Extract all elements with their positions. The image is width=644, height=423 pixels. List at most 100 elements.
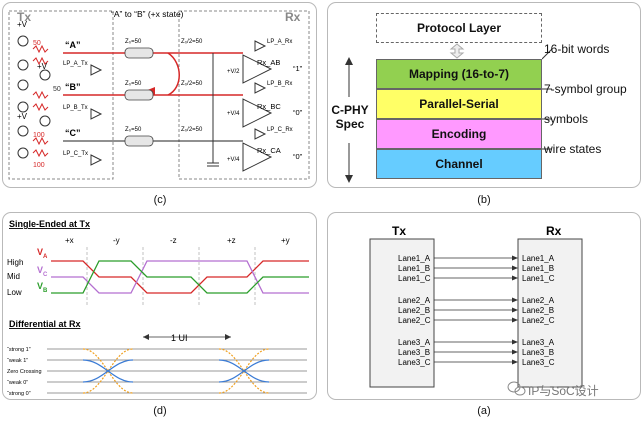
wire-c-label: “C”	[65, 128, 81, 138]
diff-level-weak0: “weak 0”	[7, 380, 28, 386]
ui-label: 1 UI	[171, 333, 188, 343]
protocol-arrow	[449, 43, 465, 59]
vplus-label-3: +V	[17, 112, 28, 121]
note-symbols: symbols	[544, 112, 589, 126]
tx-lane2-b: Lane2_B	[398, 306, 430, 315]
lp-c-tx: LP_C_Tx	[63, 151, 88, 157]
lp-a-tx: LP_A_Tx	[63, 61, 88, 67]
level-low: Low	[7, 288, 22, 297]
tx-label: Tx	[17, 10, 31, 24]
caption-d: (d)	[153, 405, 167, 417]
vc-label-main: V	[37, 265, 43, 275]
waveform-diagram: Single-Ended at Tx +x -y -z +z +y High M…	[7, 219, 309, 397]
z0-half-label-a: Z₀/2=50	[181, 39, 203, 45]
state-plus-x: +x	[65, 236, 74, 245]
panel-waveforms: Single-Ended at Tx +x -y -z +z +y High M…	[2, 212, 317, 400]
caption-c: (c)	[153, 194, 167, 206]
diff-level-strong1: “strong 1”	[7, 347, 31, 353]
spec-label: C-PHY Spec	[328, 103, 372, 131]
wechat-icon	[507, 381, 526, 396]
va-label: VA	[37, 247, 48, 260]
wave-vb	[51, 260, 309, 294]
wire-a-label: “A”	[65, 40, 81, 50]
wave-vc	[51, 260, 309, 294]
vb-label-main: V	[37, 281, 43, 291]
tx-lane1-b: Lane1_B	[398, 264, 430, 273]
level-high: High	[7, 258, 23, 267]
state-minus-y: -y	[113, 236, 120, 245]
spec-label-line1: C-PHY	[331, 103, 369, 117]
layer-encoding: Encoding	[376, 119, 542, 149]
rx-lane3-c: Lane3_C	[522, 358, 555, 367]
lp-c-rx: LP_C_Rx	[267, 127, 293, 133]
lp-b-tx: LP_B_Tx	[63, 105, 88, 111]
rx-lane1-b: Lane1_B	[522, 264, 554, 273]
tx-lane1-a: Lane1_A	[398, 254, 431, 263]
rx-ca-label: Rx_CA	[257, 146, 281, 155]
rx-ab-label: Rx_AB	[257, 58, 280, 67]
out-ab: “1”	[293, 64, 303, 73]
rx-lane2-a: Lane2_A	[522, 296, 555, 305]
z0-label-a: Z₀=50	[125, 39, 142, 45]
vplus-label-2: +V	[37, 62, 48, 71]
out-ca: “0”	[293, 152, 303, 161]
rx-lane1-a: Lane1_A	[522, 254, 555, 263]
panel-layer-stack: Protocol Layer Mapping (16-to-7) Paralle…	[327, 2, 641, 188]
tx-lane2-c: Lane2_C	[398, 316, 431, 325]
panel-circuit: Tx Rx “A” to “B” (+x state) “A” “B” “C”	[2, 2, 317, 188]
level-mid: Mid	[7, 272, 20, 281]
z0-label-b: Z₀=50	[125, 81, 142, 87]
diff-level-zero: Zero Crossing	[7, 369, 42, 375]
lane-diagram: Tx Rx Lane1_A Lane1_B Lane1_C Lane2_A La…	[369, 224, 599, 398]
tx-lane2-a: Lane2_A	[398, 296, 431, 305]
vhalf-label: +V/2	[227, 69, 240, 75]
r50-label-1: 50	[33, 40, 41, 47]
lanes-tx-title: Tx	[392, 224, 406, 238]
watermark: IP与SoC设计	[528, 384, 599, 398]
vb-label-sub: B	[43, 288, 48, 294]
vquarter-label-1: +V/4	[227, 111, 240, 117]
rx-lane3-b: Lane3_B	[522, 348, 554, 357]
rx-lane2-b: Lane2_B	[522, 306, 554, 315]
wave-va	[51, 260, 309, 294]
layer-channel: Channel	[376, 149, 542, 179]
r100-label-1: 100	[33, 132, 45, 139]
protocol-layer: Protocol Layer	[376, 13, 542, 43]
lp-a-rx: LP_A_Rx	[267, 39, 292, 45]
single-ended-title: Single-Ended at Tx	[9, 219, 90, 229]
note-7-symbol-group: 7-symbol group	[544, 82, 627, 96]
state-label: “A” to “B” (+x state)	[111, 9, 184, 19]
wire-b-label: “B”	[65, 82, 81, 92]
note-16-bit-words: 16-bit words	[544, 42, 610, 56]
state-plus-y: +y	[281, 236, 290, 245]
out-bc: “0”	[293, 108, 303, 117]
lanes-rx-title: Rx	[546, 224, 562, 238]
spec-bracket	[345, 57, 353, 183]
rx-lane2-c: Lane2_C	[522, 316, 555, 325]
vc-label-sub: C	[43, 272, 48, 278]
panel-lanes: Tx Rx Lane1_A Lane1_B Lane1_C Lane2_A La…	[327, 212, 641, 400]
spec-label-line2: Spec	[335, 117, 365, 131]
tx-lane1-c: Lane1_C	[398, 274, 431, 283]
tx-lane3-a: Lane3_A	[398, 338, 431, 347]
tx-lane3-b: Lane3_B	[398, 348, 430, 357]
state-plus-z: +z	[227, 236, 236, 245]
lp-b-rx: LP_B_Rx	[267, 81, 292, 87]
layer-mapping: Mapping (16-to-7)	[376, 59, 542, 89]
note-leaders	[542, 48, 553, 150]
rx-label: Rx	[285, 10, 301, 24]
z0-label-c: Z₀=50	[125, 127, 142, 133]
state-minus-z: -z	[170, 236, 177, 245]
z0-half-label-b: Z₀/2=50	[181, 81, 203, 87]
diff-level-weak1: “weak 1”	[7, 358, 28, 364]
vplus-label-1: +V	[17, 20, 28, 29]
vb-label: VB	[37, 281, 48, 294]
tx-lane3-c: Lane3_C	[398, 358, 431, 367]
z0-half-label-c: Z₀/2=50	[181, 127, 203, 133]
va-label-sub: A	[43, 254, 48, 260]
layer-parallel-serial: Parallel-Serial	[376, 89, 542, 119]
r50-label-2: 50	[53, 86, 61, 93]
caption-b: (b)	[477, 194, 491, 206]
vc-label: VC	[37, 265, 48, 278]
rx-lane1-c: Lane1_C	[522, 274, 555, 283]
